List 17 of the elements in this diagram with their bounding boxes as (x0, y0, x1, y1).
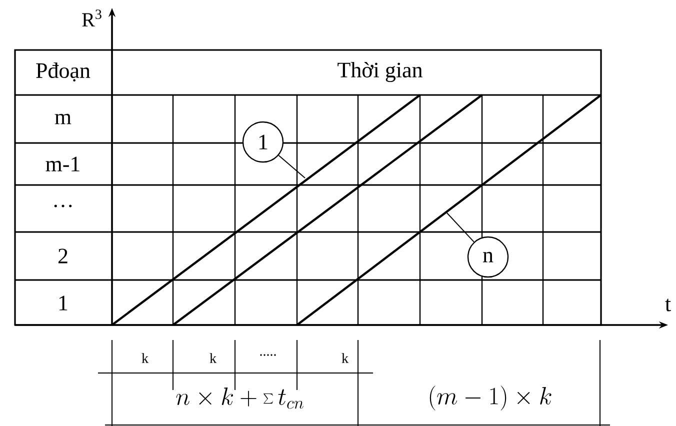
row-label: m-1 (46, 156, 80, 172)
interval-label: k (142, 353, 149, 363)
axis-label: t (665, 298, 671, 312)
duration-formula: $n\times k+\sum t_{cn}$ (176, 388, 304, 409)
interval-label: k (342, 353, 349, 363)
row-label: m (54, 114, 72, 124)
interval-label: ..... (260, 354, 276, 356)
column-header: Thời gian (338, 62, 422, 82)
row-label: … (54, 204, 72, 208)
interval-label: k (210, 353, 217, 363)
row-label: 1 (59, 296, 68, 310)
leader-line (446, 212, 474, 242)
leader-line (278, 154, 306, 178)
axis-label: R$^{3}$ (82, 10, 102, 26)
column-header: Pđoạn (36, 62, 90, 82)
duration-formula: $(m-1)\times k$ (430, 386, 552, 410)
row-label: 2 (58, 248, 68, 264)
